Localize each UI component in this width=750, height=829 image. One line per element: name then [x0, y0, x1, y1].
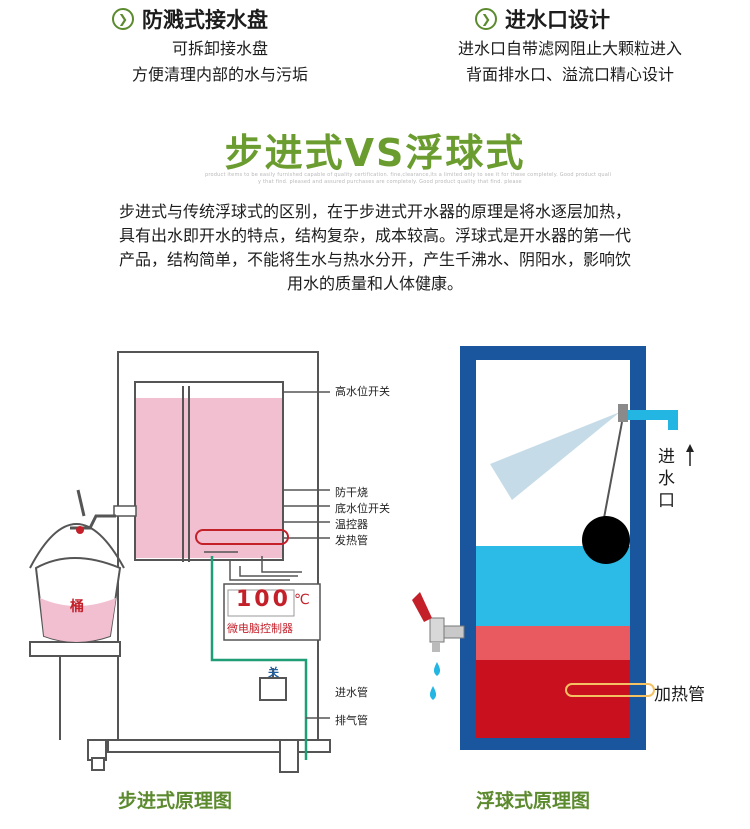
float-ball: [582, 516, 630, 564]
label-inlet-pipe: 进水管: [335, 686, 368, 699]
cabinet-foot: [91, 757, 105, 771]
heater-element: [195, 529, 289, 545]
comparison-description: 步进式与传统浮球式的区别，在于步进式开水器的原理是将水逐层加热， 具有出水即开水…: [35, 200, 715, 296]
feature-line: 方便清理内部的水与污垢: [131, 65, 308, 84]
fine-print-line: product items to be easily furnished cap…: [205, 172, 612, 178]
comparison-title: 步进式VS浮球式: [224, 131, 526, 175]
inlet-pipe: [628, 410, 678, 420]
cabinet-base: [107, 739, 331, 753]
feature-inlet-title: ❯ 进水口设计: [475, 4, 610, 34]
description-line: 产品，结构简单，不能将生水与热水分开，产生千沸水、阴阳水，影响饮: [118, 250, 631, 269]
feature-title-text: 防溅式接水盘: [142, 8, 268, 32]
controller-label: 微电脑控制器: [227, 622, 293, 635]
label-vent-pipe: 排气管: [335, 714, 368, 727]
faucet-handle: [412, 592, 432, 622]
pink-water: [136, 398, 282, 558]
feature-line: 背面排水口、溢流口精心设计: [465, 65, 674, 84]
label-inlet: 进水口: [658, 447, 675, 511]
warm-water: [476, 626, 630, 660]
label-low-level-switch: 底水位开关: [335, 502, 390, 515]
outlet-pipe: [113, 505, 137, 517]
fine-print-line: y that find. pleased and assured purchas…: [258, 179, 522, 185]
inlet-valve: [618, 404, 628, 422]
bucket-platform: [29, 641, 121, 657]
controller-display: [227, 589, 295, 617]
controller-temperature: 100: [236, 587, 291, 612]
heating-tube: [565, 683, 655, 697]
feature-line: 可拆卸接水盘: [171, 39, 268, 58]
feature-splash-tray-desc: 可拆卸接水盘 方便清理内部的水与污垢: [80, 36, 360, 88]
bucket-handle: [29, 523, 125, 569]
cabinet-foot: [279, 739, 299, 773]
label-bucket: 桶: [70, 599, 84, 615]
label-heater: 发热管: [335, 534, 368, 547]
feature-line: 进水口自带滤网阻止大颗粒进入: [457, 39, 682, 58]
step-diagram-caption: 步进式原理图: [118, 790, 233, 812]
description-line: 具有出水即开水的特点，结构复杂，成本较高。浮球式是开水器的第一代: [118, 226, 631, 245]
description-line: 用水的质量和人体健康。: [286, 274, 463, 293]
inlet-spray: [490, 412, 620, 500]
label-valve: 关: [268, 666, 279, 679]
float-diagram-caption: 浮球式原理图: [476, 790, 591, 812]
chevron-right-icon: ❯: [475, 8, 497, 30]
step-diagram: [29, 351, 331, 773]
controller-unit: ℃: [294, 592, 310, 608]
label-heating-tube: 加热管: [654, 685, 705, 705]
chevron-right-icon: ❯: [112, 8, 134, 30]
water-drop: [433, 662, 441, 676]
inlet-pipe: [210, 556, 308, 760]
feature-splash-tray-title: ❯ 防溅式接水盘: [112, 4, 268, 34]
label-high-level-switch: 高水位开关: [335, 385, 390, 398]
label-anti-dry: 防干烧: [335, 486, 368, 499]
valve-body: [259, 677, 287, 701]
feature-title-text: 进水口设计: [505, 8, 610, 32]
float-diagram: [412, 346, 694, 750]
hot-water: [476, 660, 630, 738]
water-drop: [429, 686, 437, 700]
label-thermostat: 温控器: [335, 518, 368, 531]
description-line: 步进式与传统浮球式的区别，在于步进式开水器的原理是将水逐层加热，: [118, 202, 631, 221]
feature-inlet-desc: 进水口自带滤网阻止大颗粒进入 背面排水口、溢流口精心设计: [420, 36, 720, 88]
